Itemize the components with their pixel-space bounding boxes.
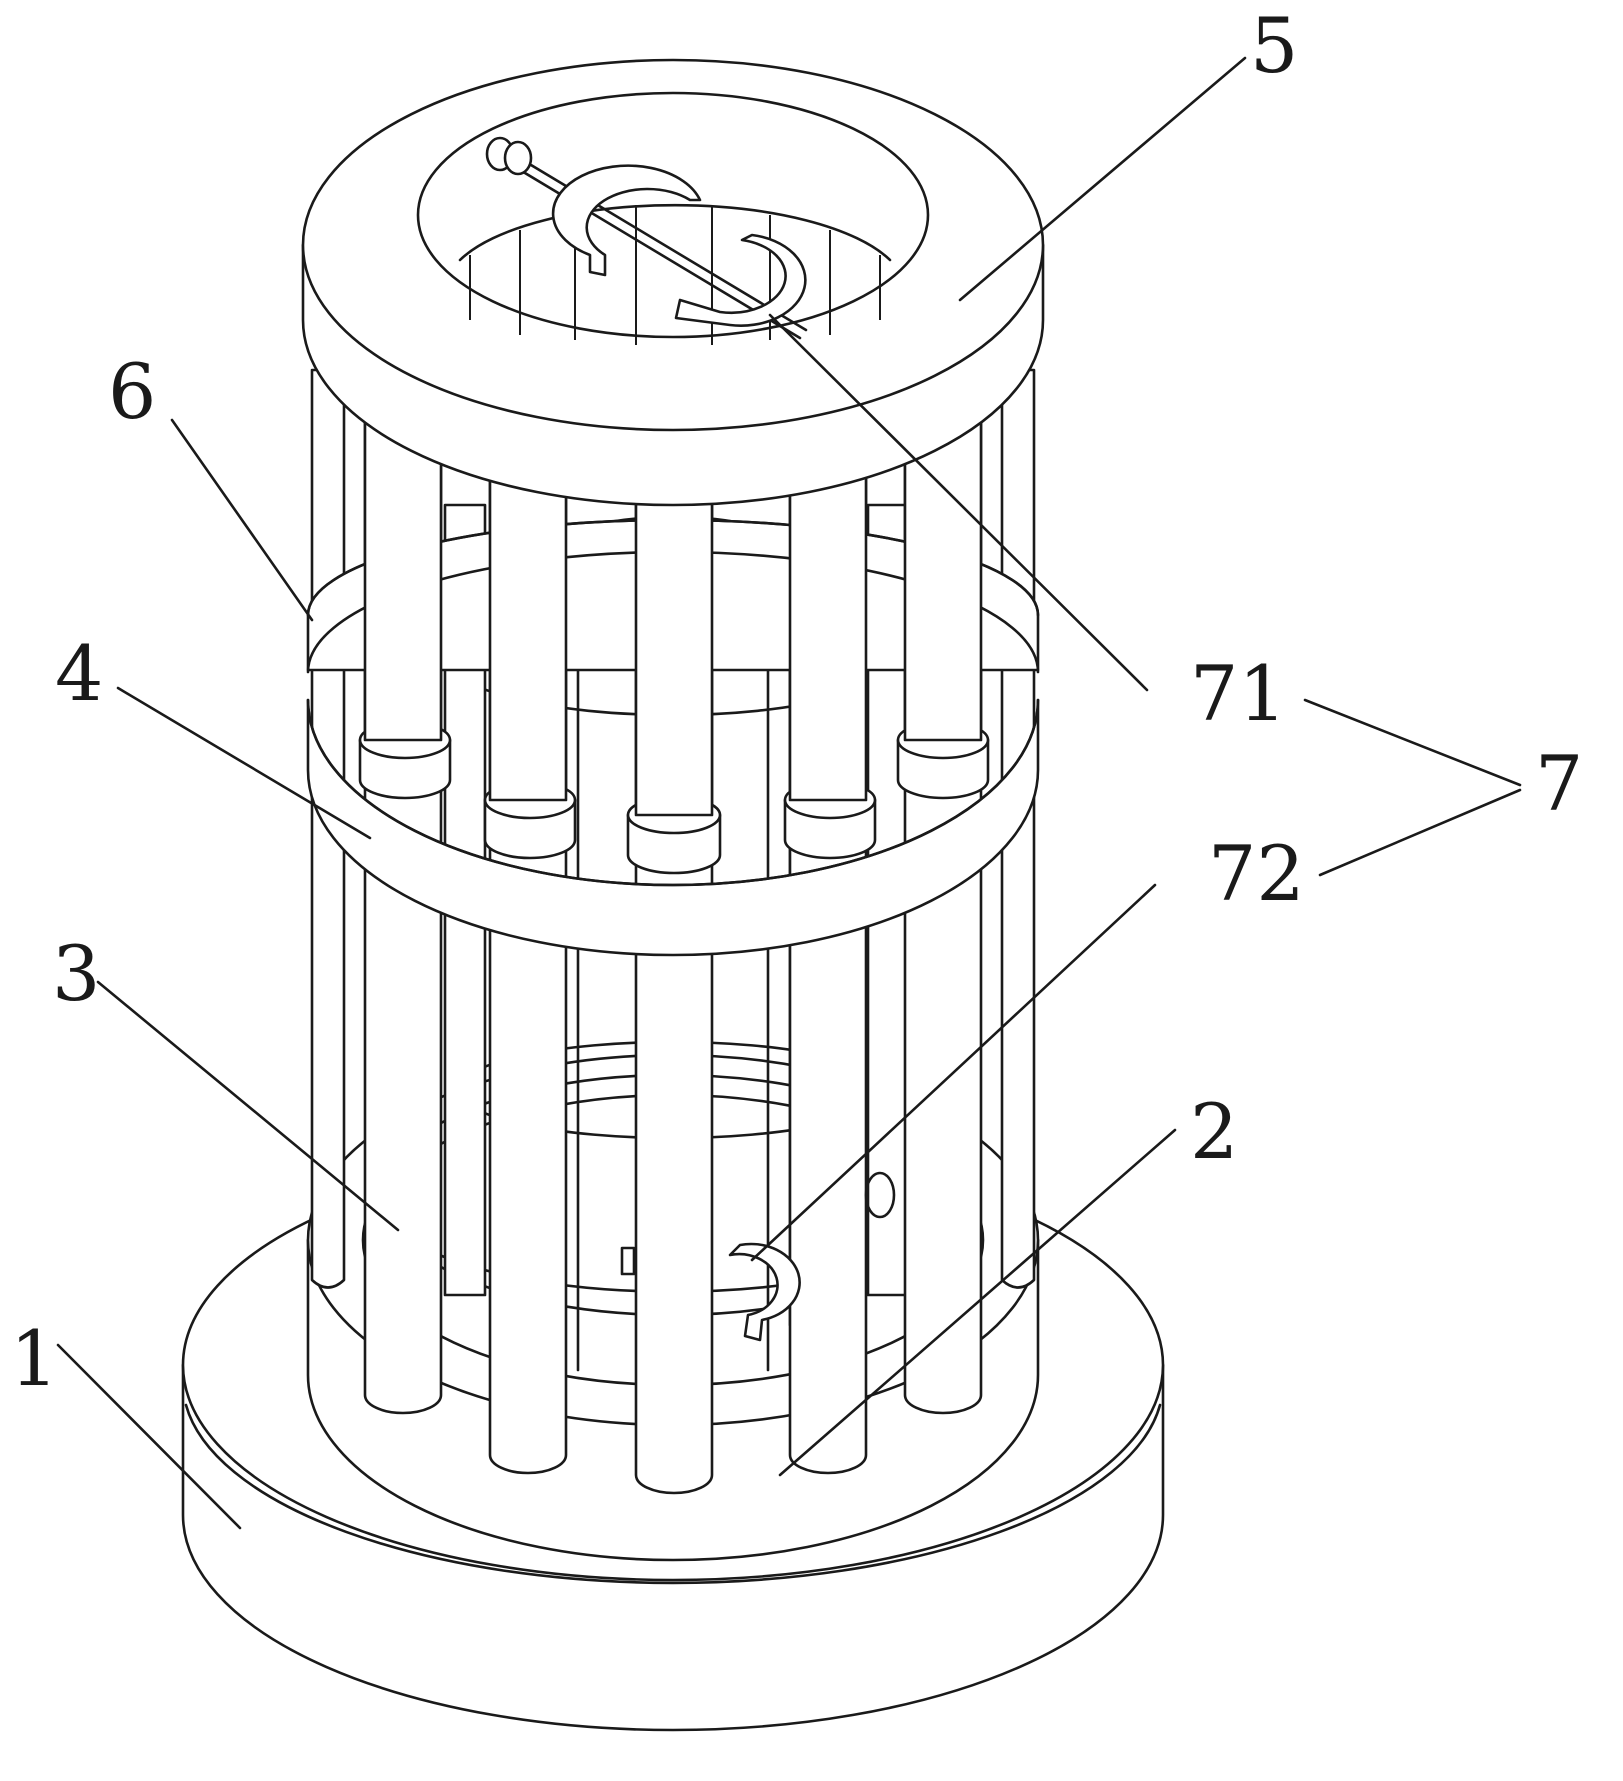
label-71: 71 — [1190, 649, 1287, 738]
label-72: 72 — [1208, 829, 1305, 918]
top-ring — [303, 60, 1043, 505]
label-2: 2 — [1190, 1087, 1238, 1176]
label-3: 3 — [52, 929, 100, 1018]
label-5: 5 — [1250, 1, 1298, 90]
label-7: 7 — [1535, 739, 1583, 828]
label-4: 4 — [55, 629, 103, 718]
label-6: 6 — [108, 347, 156, 436]
label-1: 1 — [10, 1314, 58, 1403]
